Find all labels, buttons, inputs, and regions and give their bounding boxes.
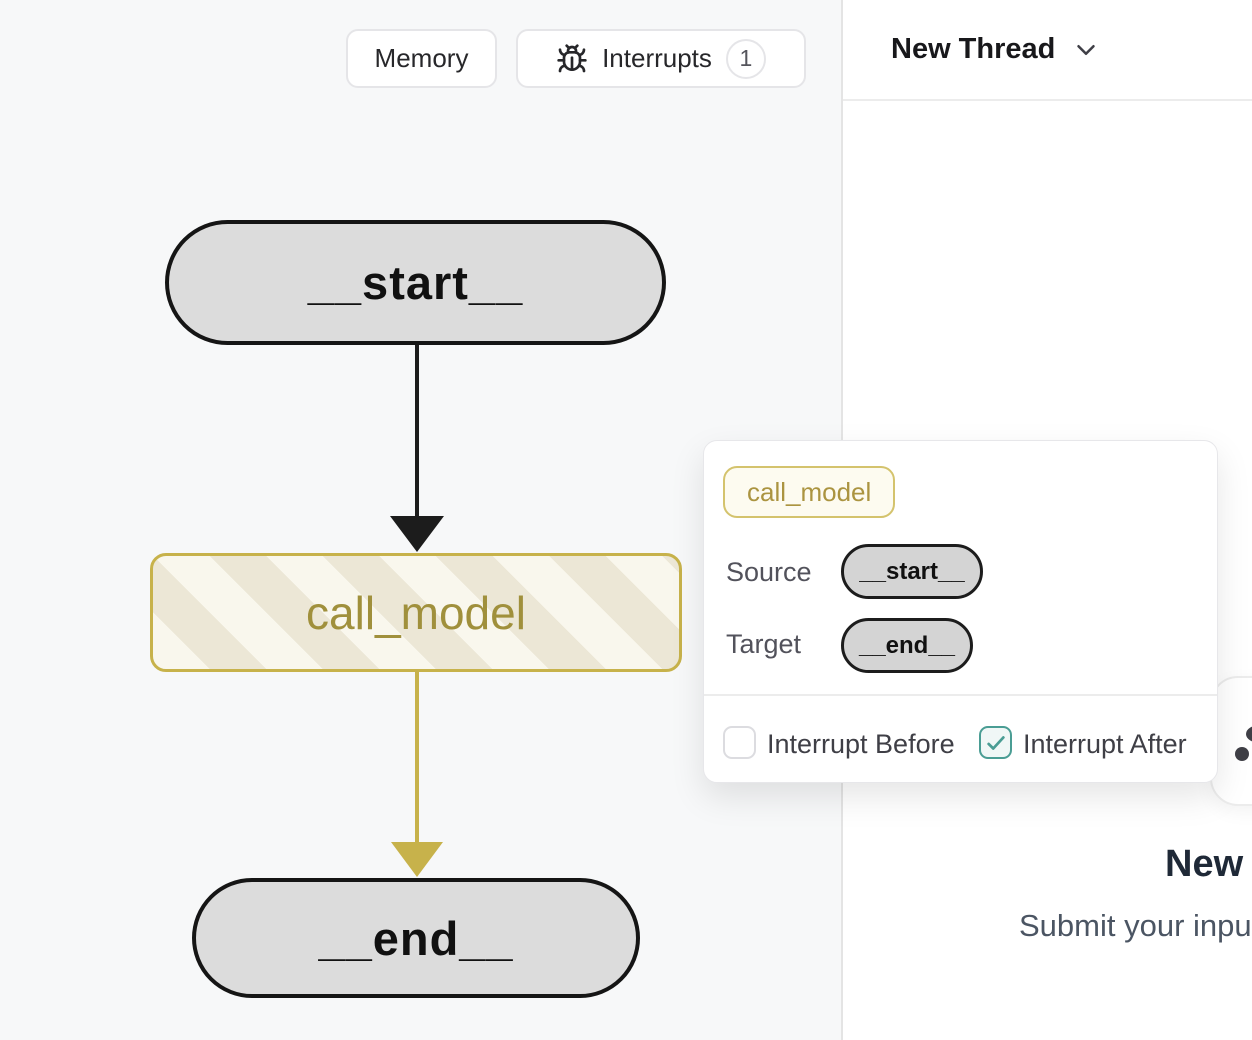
end-node-label: __end__: [318, 911, 514, 965]
graph-canvas[interactable]: __start__ call_model __end__ Memory: [0, 0, 841, 1040]
target-node-pill: __end__: [841, 618, 973, 673]
interrupt-after-label: Interrupt After: [1023, 729, 1187, 759]
interrupts-button[interactable]: Interrupts 1: [516, 29, 806, 88]
arrowhead-start-to-call-model: [390, 516, 444, 552]
interrupt-before-checkbox[interactable]: [723, 726, 756, 759]
arrowhead-call-model-to-end: [391, 842, 443, 877]
target-label: Target: [726, 629, 802, 659]
interrupt-after-checkbox[interactable]: [979, 726, 1012, 759]
chevron-down-icon: [1071, 35, 1101, 65]
source-node-pill-label: __start__: [859, 557, 965, 585]
check-icon: [986, 735, 1005, 750]
thread-panel-header: New Thread: [843, 0, 1252, 101]
source-label: Source: [726, 557, 812, 587]
node-name-chip: call_model: [723, 466, 896, 518]
thread-selector-dropdown[interactable]: New Thread: [891, 33, 1101, 66]
graph-node-start[interactable]: __start__: [165, 220, 666, 345]
empty-state-title: New Thread: [1165, 843, 1252, 885]
thread-title: New Thread: [891, 33, 1056, 65]
target-node-pill-label: __end__: [858, 631, 956, 659]
empty-state-subtitle: Submit your input: [1019, 908, 1252, 943]
call-model-node-label: call_model: [306, 586, 526, 639]
graph-node-call-model[interactable]: call_model: [150, 553, 682, 672]
source-node-pill: __start__: [841, 544, 983, 599]
node-details-popover: call_model Source __start__ Target __end…: [703, 440, 1218, 783]
popover-footer: Interrupt Before Interrupt After: [704, 694, 1217, 784]
memory-button-label: Memory: [374, 43, 469, 73]
bug-icon: [556, 43, 588, 75]
memory-button[interactable]: Memory: [346, 29, 497, 88]
node-name-chip-label: call_model: [747, 476, 872, 507]
interrupts-count-badge: 1: [725, 38, 766, 79]
start-node-label: __start__: [307, 256, 524, 309]
interrupt-before-label: Interrupt Before: [767, 729, 955, 759]
workflow-icon: [1235, 726, 1252, 761]
graph-node-end[interactable]: __end__: [192, 878, 640, 998]
interrupts-button-label: Interrupts: [602, 43, 712, 73]
